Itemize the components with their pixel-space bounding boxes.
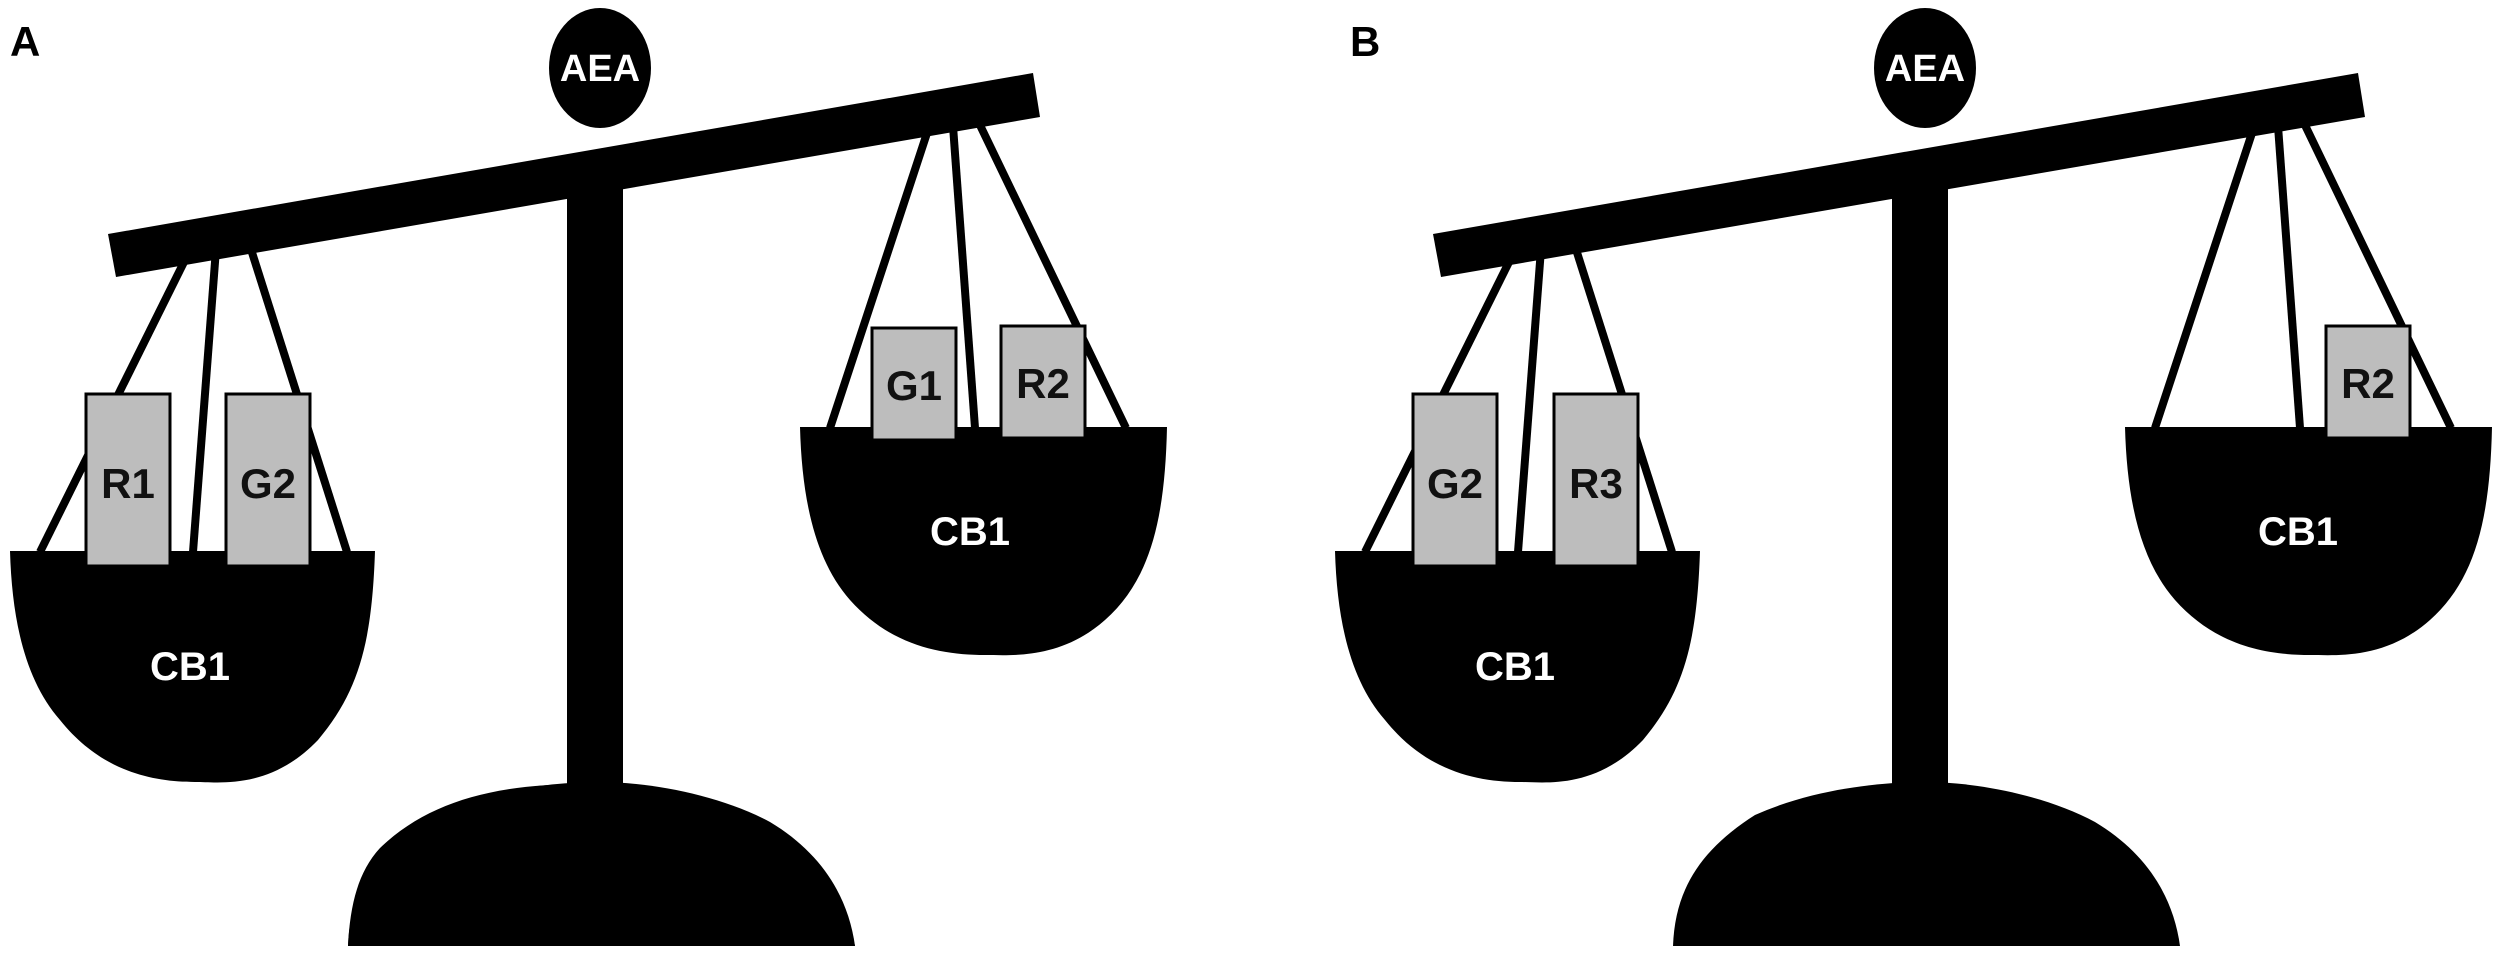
pan-bowl xyxy=(10,551,375,783)
pan-rope xyxy=(826,128,932,430)
weight-box xyxy=(1552,392,1640,568)
weight-label: R2 xyxy=(2341,360,2395,407)
pivot-ellipse xyxy=(1874,8,1976,128)
pan-label: CB1 xyxy=(150,645,230,689)
right-pan: G1 R2 CB1 xyxy=(800,119,1167,656)
left-pan: R1 G2 CB1 xyxy=(10,241,375,783)
pivot-label: AEA xyxy=(560,48,640,90)
weight-box xyxy=(999,324,1087,440)
pan-rope xyxy=(189,248,220,553)
scale-post xyxy=(1892,170,1948,792)
scale-post xyxy=(567,170,623,792)
weight-label: R2 xyxy=(1016,360,1070,407)
weight-label: G1 xyxy=(886,362,942,409)
pan-label: CB1 xyxy=(930,510,1010,554)
weight-label: R3 xyxy=(1569,460,1623,507)
weight-box xyxy=(224,392,312,568)
scale-beam xyxy=(108,73,1040,277)
weight-label: R1 xyxy=(101,460,155,507)
weight-box xyxy=(1411,392,1499,568)
left-pan: G2 R3 CB1 xyxy=(1335,241,1700,783)
weight-box xyxy=(84,392,172,568)
pivot-label: AEA xyxy=(1885,48,1965,90)
pan-rope xyxy=(974,119,1130,430)
pan-rope xyxy=(1514,248,1545,553)
pan-rope xyxy=(2274,125,2304,429)
pan-label: CB1 xyxy=(2258,510,2338,554)
pan-bowl xyxy=(800,427,1167,656)
panel-b: B AEA G2 R3 CB1 R2 xyxy=(1335,8,2492,946)
pan-label: CB1 xyxy=(1475,645,1555,689)
pan-bowl xyxy=(1335,551,1700,783)
scale-base-dome xyxy=(1673,782,2180,946)
right-pan: R2 CB1 xyxy=(2125,119,2492,656)
pan-rope xyxy=(2299,119,2455,430)
weight-box xyxy=(2324,324,2412,440)
pan-rope xyxy=(949,125,979,429)
weight-label: G2 xyxy=(1427,460,1483,507)
scale-beam xyxy=(1433,73,2365,277)
pivot-ellipse xyxy=(549,8,651,128)
scale-base-dome xyxy=(348,782,855,946)
pan-rope xyxy=(2151,128,2257,430)
panel-label-a: A xyxy=(10,18,40,65)
weight-label: G2 xyxy=(240,460,296,507)
weight-box xyxy=(870,326,958,442)
pan-bowl xyxy=(2125,427,2492,656)
panel-a: A AEA R1 G2 CB1 G1 xyxy=(10,8,1167,946)
panel-label-b: B xyxy=(1350,18,1380,65)
